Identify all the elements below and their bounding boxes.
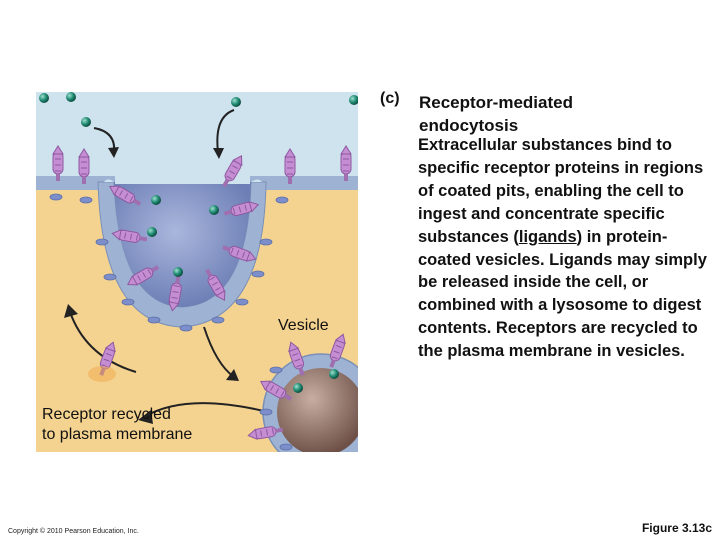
recycled-receptor-glow [88, 366, 116, 382]
ligand [147, 227, 157, 237]
figure-number: Figure 3.13c [641, 521, 712, 535]
coat-protein [235, 298, 249, 306]
recycled-label-line1: Receptor recycled [42, 406, 171, 423]
recycle-return-arrow [143, 402, 269, 418]
desc-part1: Extracellular substances bind to specifi… [418, 136, 704, 246]
ligands-term: ligands [518, 227, 577, 246]
ligand [66, 92, 76, 102]
vesicle-label: Vesicle [278, 317, 329, 334]
title-line2: endocytosis [419, 116, 519, 135]
coat-protein [211, 316, 225, 324]
ligand [209, 205, 219, 215]
ligand [293, 383, 303, 393]
copyright-notice: Copyright © 2010 Pearson Education, Inc. [8, 528, 139, 535]
recycled-label-line2: to plasma membrane [42, 426, 193, 443]
panel-description: Extracellular substances bind to specifi… [418, 134, 718, 363]
title-line1: Receptor-mediated [419, 93, 573, 112]
ligand [39, 93, 49, 103]
coat-protein [95, 238, 109, 246]
coat-protein [103, 273, 117, 281]
coat-protein [147, 316, 161, 324]
panel-title: Receptor-mediated endocytosis [419, 91, 719, 137]
binding-arrow [216, 109, 235, 153]
recycling-arrow [69, 311, 137, 373]
desc-part2: ) in protein-coated vesicles. Ligands ma… [418, 227, 707, 361]
ligand [151, 195, 161, 205]
panel-letter: (c) [380, 90, 400, 107]
ligand [231, 97, 241, 107]
ligand [329, 369, 339, 379]
endocytosis-illustration [36, 92, 358, 452]
extracellular-fluid [36, 92, 358, 182]
coat-protein [179, 324, 193, 332]
receptor-recycled-label: Receptor recycled to plasma membrane [42, 405, 192, 445]
coat-protein [121, 298, 135, 306]
coat-protein [79, 196, 93, 204]
coat-protein [251, 270, 265, 278]
ligand [173, 267, 183, 277]
coat-protein [275, 196, 289, 204]
coat-protein [49, 193, 63, 201]
ligand [81, 117, 91, 127]
coat-protein [259, 238, 273, 246]
ligand [349, 95, 358, 105]
